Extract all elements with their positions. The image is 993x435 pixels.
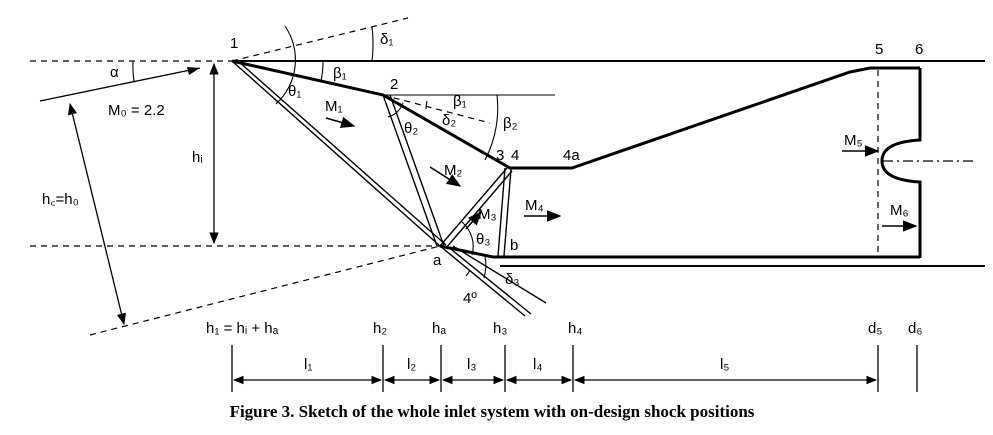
shock-3b xyxy=(445,170,513,249)
freestream-line xyxy=(39,67,201,102)
m2-arrow xyxy=(429,166,462,187)
m1-arrow xyxy=(325,116,356,128)
shock-2b xyxy=(389,94,445,247)
end-wall xyxy=(880,68,922,258)
station-ticks xyxy=(231,345,918,392)
figure-caption: Figure 3. Sketch of the whole inlet syst… xyxy=(230,402,755,421)
point-4-label: 4 xyxy=(511,147,519,164)
cowl-lip-dash xyxy=(89,245,441,336)
m2-label: M₂ xyxy=(444,162,462,179)
beta1-arc xyxy=(320,60,324,82)
shock-waves xyxy=(231,60,547,317)
beta1b-label: β₁ xyxy=(453,93,467,110)
l4-label: l₄ xyxy=(533,356,542,373)
delta2-arc xyxy=(425,100,428,110)
delta2-dash xyxy=(382,94,491,124)
m6-label: M₆ xyxy=(890,202,909,219)
delta2-label: δ₂ xyxy=(442,112,456,129)
alpha-arc xyxy=(132,60,135,82)
hc-label: h꜀=h₀ xyxy=(42,191,79,208)
hi-label: hᵢ xyxy=(192,149,203,166)
m5-label: M₅ xyxy=(844,132,863,149)
theta3-arc xyxy=(461,221,474,256)
theta3-label: θ₃ xyxy=(476,231,490,248)
m1-label: M₁ xyxy=(325,98,343,115)
station-ha-label: hₐ xyxy=(432,320,446,337)
beta2-label: β₂ xyxy=(503,115,518,132)
station-h2-label: h₂ xyxy=(373,320,387,337)
point-3-label: 3 xyxy=(496,147,504,164)
l3-label: l₃ xyxy=(467,356,476,373)
l5-label: l₅ xyxy=(720,356,729,373)
station-d6-label: d₆ xyxy=(908,320,922,337)
shock-4a xyxy=(497,167,506,257)
station-h4-label: h₄ xyxy=(568,320,582,337)
shock-1b xyxy=(237,60,447,246)
dashed-reference-lines xyxy=(30,17,975,336)
point-2-label: 2 xyxy=(390,76,398,93)
freestream-arrowhead xyxy=(187,67,200,75)
l2-label: l₂ xyxy=(407,356,416,373)
theta2-label: θ₂ xyxy=(404,120,418,137)
m0-label: M₀ = 2.2 xyxy=(108,102,165,119)
delta1-label: δ₁ xyxy=(380,31,393,48)
flow-arrows xyxy=(325,116,918,232)
alpha-label: α xyxy=(110,64,119,81)
station-h1-label: h₁ = hᵢ + hₐ xyxy=(206,320,279,337)
l1-label: l₁ xyxy=(304,356,312,373)
point-6-label: 6 xyxy=(915,41,923,58)
theta1-label: θ₁ xyxy=(288,83,301,100)
theta2-arc xyxy=(387,102,404,118)
delta1-arc xyxy=(371,26,374,62)
shock-1a xyxy=(231,60,441,247)
reflected-shock-c xyxy=(452,245,547,304)
beta2-arc xyxy=(484,94,499,161)
theta1-arc xyxy=(275,25,296,105)
point-4a-label: 4a xyxy=(563,147,580,164)
delta3-arc xyxy=(483,255,487,279)
m3-arrow xyxy=(465,210,482,230)
point-5-label: 5 xyxy=(875,41,883,58)
shock-4b xyxy=(503,168,512,257)
delta3-label: δ₃ xyxy=(505,271,519,288)
shock-2a xyxy=(382,94,438,247)
point-b-label: b xyxy=(510,237,518,254)
shock-3a xyxy=(439,167,508,247)
m4-label: M₄ xyxy=(525,197,544,214)
station-h3-label: h₃ xyxy=(493,320,507,337)
four-deg-label: 4º xyxy=(463,290,477,307)
reflected-shock-b xyxy=(446,245,532,315)
hc-dimension-arrow xyxy=(67,102,127,326)
four-deg-arc xyxy=(465,269,471,277)
angle-arcs xyxy=(132,25,499,279)
point-a-label: a xyxy=(433,252,442,269)
reflected-shock-a xyxy=(439,245,526,317)
delta1-dash xyxy=(231,17,409,62)
m3-label: M₃ xyxy=(478,206,497,223)
point-1-label: 1 xyxy=(230,35,238,52)
beta1-label: β₁ xyxy=(333,65,347,82)
station-d5-label: d₅ xyxy=(868,320,882,337)
